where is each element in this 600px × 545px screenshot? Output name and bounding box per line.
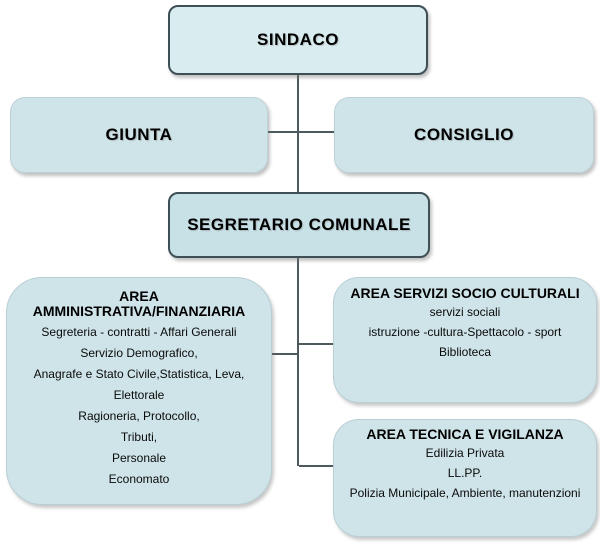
node-area-tecnica-vigilanza: AREA TECNICA E VIGILANZA Edilizia Privat… — [333, 419, 597, 537]
area-amministrativa-title: AREA AMMINISTRATIVA/FINANZIARIA — [32, 288, 246, 319]
connector-branch-area-servizi — [299, 343, 333, 345]
area-amministrativa-services: Segreteria - contratti - Affari Generali… — [33, 325, 245, 486]
connector-giunta-consiglio — [268, 131, 334, 133]
node-giunta: GIUNTA — [10, 97, 268, 173]
sindaco-label: SINDACO — [257, 30, 339, 49]
area-servizi-services: servizi sociali istruzione -cultura-Spet… — [368, 305, 562, 359]
connector-sindaco-segretario — [297, 75, 299, 192]
connector-segretario-aree — [297, 258, 299, 466]
connector-branch-area-amministrativa — [272, 353, 297, 355]
consiglio-label: CONSIGLIO — [414, 125, 514, 144]
node-area-amministrativa-finanziaria: AREA AMMINISTRATIVA/FINANZIARIA Segreter… — [6, 277, 272, 505]
connector-branch-area-tecnica — [299, 465, 333, 467]
area-tecnica-title: AREA TECNICA E VIGILANZA — [366, 426, 564, 442]
segretario-comunale-label: SEGRETARIO COMUNALE — [187, 215, 411, 234]
giunta-label: GIUNTA — [105, 125, 173, 144]
area-servizi-title: AREA SERVIZI SOCIO CULTURALI — [350, 285, 580, 301]
node-area-servizi-socio-culturali: AREA SERVIZI SOCIO CULTURALI servizi soc… — [333, 277, 597, 403]
node-consiglio: CONSIGLIO — [334, 97, 594, 173]
node-segretario-comunale: SEGRETARIO COMUNALE — [168, 192, 430, 258]
node-sindaco: SINDACO — [168, 5, 428, 75]
area-tecnica-services: Edilizia Privata LL.PP. Polizia Municipa… — [349, 446, 581, 500]
